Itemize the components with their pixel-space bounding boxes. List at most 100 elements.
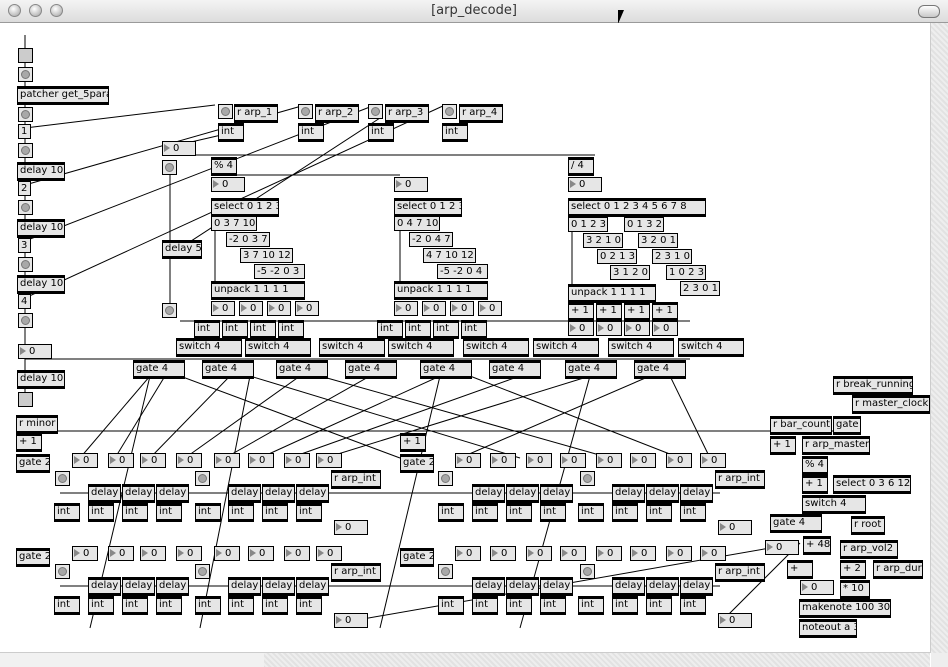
vertical-scrollbar[interactable] [930,23,948,653]
number-box[interactable]: 0 [596,546,622,561]
number-box[interactable]: 0 [652,321,678,336]
number-box[interactable]: 0 [284,546,310,561]
message-chord[interactable]: -5 -2 0 3 [254,264,305,279]
number-box[interactable]: 0 [478,301,502,316]
number-box[interactable]: 0 [718,613,752,628]
number-box[interactable]: 0 [176,546,202,561]
number-box[interactable]: 0 [455,546,481,561]
number-box[interactable]: 0 [450,301,474,316]
number-box[interactable]: 0 [214,453,240,468]
number-box[interactable]: 0 [267,301,291,316]
message-chord[interactable]: -5 -2 0 4 [437,264,488,279]
number-box[interactable]: 0 [72,453,98,468]
bang-button[interactable] [18,67,33,82]
message-chord[interactable]: -2 0 4 7 [409,232,453,247]
number-box[interactable]: 0 [560,453,586,468]
bang-button[interactable] [195,564,210,579]
minimize-button[interactable] [29,4,42,17]
number-box[interactable]: 0 [162,141,196,156]
message-chord[interactable]: 0 4 7 10 [394,216,440,231]
number-box[interactable]: 0 [630,453,656,468]
message-chord[interactable]: 0 3 7 10 [211,216,257,231]
bang-button[interactable] [162,303,177,318]
bang-button[interactable] [18,107,33,122]
number-box[interactable]: 0 [239,301,263,316]
number-box[interactable]: 0 [765,540,799,555]
message-2[interactable]: 2 [18,181,31,196]
number-box[interactable]: 0 [630,546,656,561]
number-box[interactable]: 0 [295,301,319,316]
bang-button[interactable] [55,471,70,486]
number-box[interactable]: 0 [568,321,594,336]
inlet-toggle[interactable] [18,48,33,63]
number-box[interactable]: 0 [211,177,245,192]
number-box[interactable]: 0 [176,453,202,468]
bang-button[interactable] [442,104,457,119]
bang-button[interactable] [298,104,313,119]
number-box[interactable]: 0 [394,301,418,316]
message-order[interactable]: 0 1 3 2 [624,217,664,232]
resize-grip-icon[interactable] [931,653,948,667]
message-order[interactable]: 2 3 0 1 [680,281,720,296]
number-box[interactable]: 0 [422,301,446,316]
number-box[interactable]: 0 [800,580,834,595]
message-1[interactable]: 1 [18,124,31,139]
number-box[interactable]: 0 [394,177,428,192]
number-box[interactable]: 0 [560,546,586,561]
number-box[interactable]: 0 [666,546,692,561]
number-box[interactable]: 0 [455,453,481,468]
bang-button[interactable] [18,143,33,158]
number-box[interactable]: 0 [596,453,622,468]
number-box[interactable]: 0 [72,546,98,561]
outlet-toggle[interactable] [18,392,33,407]
number-box[interactable]: 0 [108,453,134,468]
number-box[interactable]: 0 [526,546,552,561]
number-box[interactable]: 0 [108,546,134,561]
number-box[interactable]: 0 [284,453,310,468]
bang-button[interactable] [18,257,33,272]
bang-button[interactable] [55,564,70,579]
number-box[interactable]: 0 [211,301,235,316]
bang-button[interactable] [580,471,595,486]
message-4[interactable]: 4 [18,294,31,309]
message-chord[interactable]: 4 7 10 12 [423,248,476,263]
number-box[interactable]: 0 [624,321,650,336]
bang-button[interactable] [438,564,453,579]
message-order[interactable]: 3 2 0 1 [638,233,678,248]
bang-button[interactable] [18,200,33,215]
bang-button[interactable] [18,313,33,328]
message-chord[interactable]: -2 0 3 7 [226,232,270,247]
zoom-button[interactable] [50,4,63,17]
number-box[interactable]: 0 [140,546,166,561]
number-box[interactable]: 0 [316,546,342,561]
toolbar-toggle-button[interactable] [918,5,940,18]
message-order[interactable]: 1 0 2 3 [666,265,706,280]
message-order[interactable]: 2 3 1 0 [652,249,692,264]
message-order[interactable]: 3 2 1 0 [583,233,623,248]
number-box[interactable]: 0 [526,453,552,468]
message-order[interactable]: 3 1 2 0 [610,265,650,280]
close-button[interactable] [8,4,21,17]
bang-button[interactable] [438,471,453,486]
bang-button[interactable] [218,104,233,119]
number-box[interactable]: 0 [316,453,342,468]
bang-button[interactable] [162,160,177,175]
message-order[interactable]: 0 1 2 3 [568,217,608,232]
number-box[interactable]: 0 [490,453,516,468]
number-box[interactable]: 0 [214,546,240,561]
number-box[interactable]: 0 [248,546,274,561]
number-box[interactable]: 0 [718,520,752,535]
number-box[interactable]: 0 [666,453,692,468]
scroll-thumb[interactable] [0,653,264,667]
message-3[interactable]: 3 [18,238,31,253]
number-box[interactable]: 0 [596,321,622,336]
bang-button[interactable] [368,104,383,119]
number-box[interactable]: 0 [700,546,726,561]
number-box[interactable]: 0 [334,613,368,628]
bang-button[interactable] [195,471,210,486]
number-box[interactable]: 0 [568,177,602,192]
message-chord[interactable]: 3 7 10 12 [240,248,293,263]
horizontal-scrollbar[interactable] [0,652,930,667]
number-box[interactable]: 0 [334,520,368,535]
number-box[interactable]: 0 [18,344,52,359]
